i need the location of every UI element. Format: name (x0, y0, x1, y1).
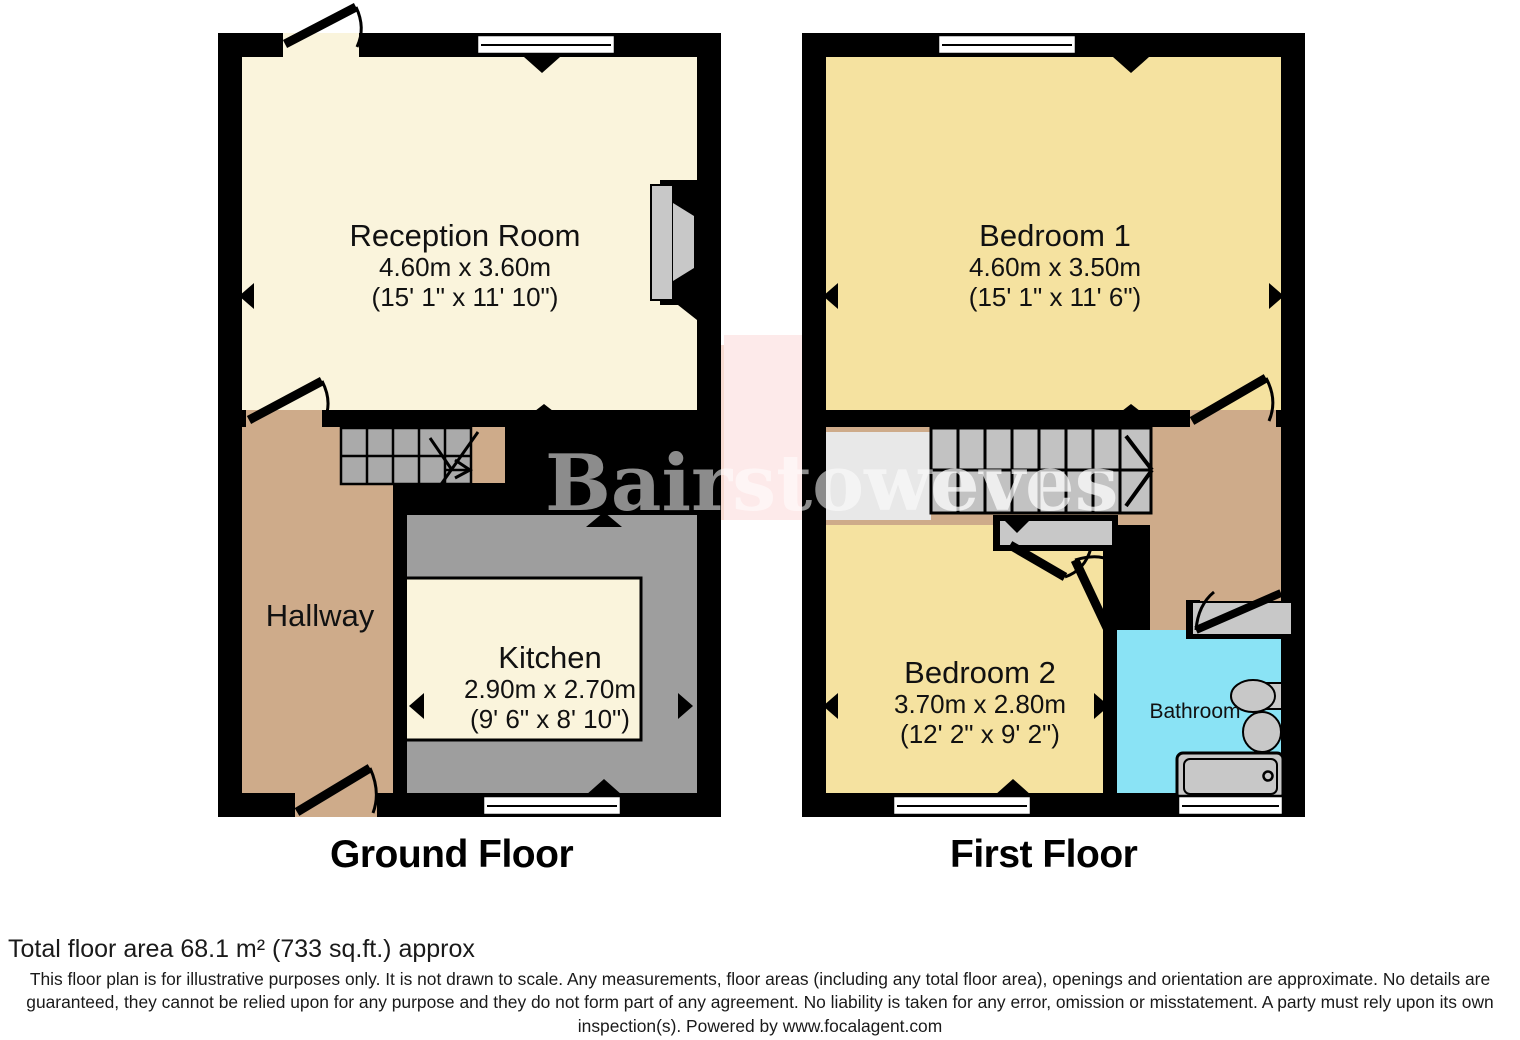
bath-plug (1262, 770, 1274, 782)
bedroom1-window-top (936, 33, 1149, 73)
svg-text:Bairstow: Bairstow (545, 438, 933, 529)
bedroom2-left-opening-marker (823, 693, 838, 719)
bathroom-label: Bathroom (1120, 700, 1270, 724)
reception-room-dim-imperial: (15' 1" x 11' 10") (371, 281, 559, 312)
bedroom-2-label: Bedroom 2 3.70m x 2.80m (12' 2" x 9' 2") (830, 655, 1130, 750)
bedroom-1-dim-metric: 4.60m x 3.50m (969, 252, 1141, 283)
bathroom-name: Bathroom (1149, 700, 1241, 723)
disclaimer-text: This floor plan is for illustrative purp… (26, 969, 1494, 1036)
kitchen-left-opening-marker (409, 693, 424, 719)
bathroom-window-bottom (1176, 794, 1285, 817)
bedroom1-right-opening-marker (1269, 283, 1284, 309)
reception-window-top (475, 33, 617, 73)
bedroom-2-dim-imperial: (12' 2" x 9' 2") (900, 718, 1060, 749)
kitchen-window-bottom (481, 779, 623, 817)
bedroom-1-label: Bedroom 1 4.60m x 3.50m (15' 1" x 11' 6"… (845, 218, 1265, 313)
bedroom2-window-bottom (891, 779, 1033, 817)
bedroom1-left-opening-marker (823, 283, 838, 309)
hallway-kitchen-wall (393, 483, 407, 817)
landing-upper-area (826, 432, 931, 520)
chimney-foot (662, 305, 697, 320)
reception-room-dim-metric: 4.60m x 3.60m (379, 252, 551, 283)
ground-floor-title: Ground Floor (330, 833, 574, 876)
landing-door (1070, 555, 1113, 632)
hallway-label: Hallway (225, 598, 415, 633)
landing-right-floor (1150, 425, 1281, 630)
reception-door-bottom (246, 377, 330, 430)
kitchen-dim-imperial: (9' 6" x 8' 10") (470, 703, 630, 734)
bedroom-2-name: Bedroom 2 (904, 655, 1056, 690)
toilet-pan (1230, 679, 1276, 713)
watermark-text: Bairstow eves (545, 438, 1119, 529)
hallway-kitchen-wall-stub (393, 483, 407, 519)
ground-floor-stairs (339, 426, 480, 501)
reception-room-name: Reception Room (349, 218, 581, 253)
reception-door-top (282, 3, 363, 57)
bedroom-1-floor (826, 57, 1281, 417)
bedroom-1-dim-imperial: (15' 1" x 11' 6") (968, 281, 1142, 312)
total-floor-area-text: Total floor area 68.1 m² (733 sq.ft.) ap… (8, 935, 475, 963)
first-floor-stairs (929, 426, 1154, 515)
kitchen-dim-metric: 2.90m x 2.70m (464, 674, 636, 705)
kitchen-top-opening-marker (586, 512, 622, 527)
bathtub-inner (1183, 758, 1278, 795)
kitchen-worktop-area (403, 576, 643, 742)
bedroom2-right-opening-marker (1094, 693, 1109, 719)
bedroom-1-name: Bedroom 1 (979, 218, 1131, 253)
hallway-front-door (294, 764, 378, 817)
reception-bottom-opening-marker (526, 404, 562, 418)
svg-text:eves: eves (930, 438, 1119, 529)
reception-left-opening-marker (239, 283, 254, 309)
kitchen-name: Kitchen (498, 640, 602, 675)
bedroom-2-floor (826, 525, 1114, 793)
airing-cupboard-marker (1003, 519, 1031, 533)
reception-room-floor (242, 57, 697, 417)
kitchen-label: Kitchen 2.90m x 2.70m (9' 6" x 8' 10") (405, 640, 695, 735)
reception-partition-wall (218, 410, 721, 427)
bedroom2-bathroom-wall (1103, 520, 1117, 817)
ground-floor-plan (218, 3, 721, 817)
bedroom1-bottom-opening-marker (1113, 404, 1149, 418)
bedroom1-partition-wall (802, 410, 1305, 427)
kitchen-right-opening-marker (678, 693, 693, 719)
reception-room-label: Reception Room 4.60m x 3.60m (15' 1" x 1… (255, 218, 675, 313)
bedroom1-door (1189, 374, 1276, 430)
first-floor-plan (802, 33, 1305, 817)
bathroom-door (1194, 589, 1283, 634)
bedroom-2-dim-metric: 3.70m x 2.80m (894, 689, 1066, 720)
fireplace-hearth (673, 203, 694, 281)
bathroom-fixtures (1175, 679, 1285, 802)
first-floor-title: First Floor (950, 833, 1138, 876)
hallway-floor (242, 425, 405, 793)
hallway-name: Hallway (265, 598, 375, 633)
